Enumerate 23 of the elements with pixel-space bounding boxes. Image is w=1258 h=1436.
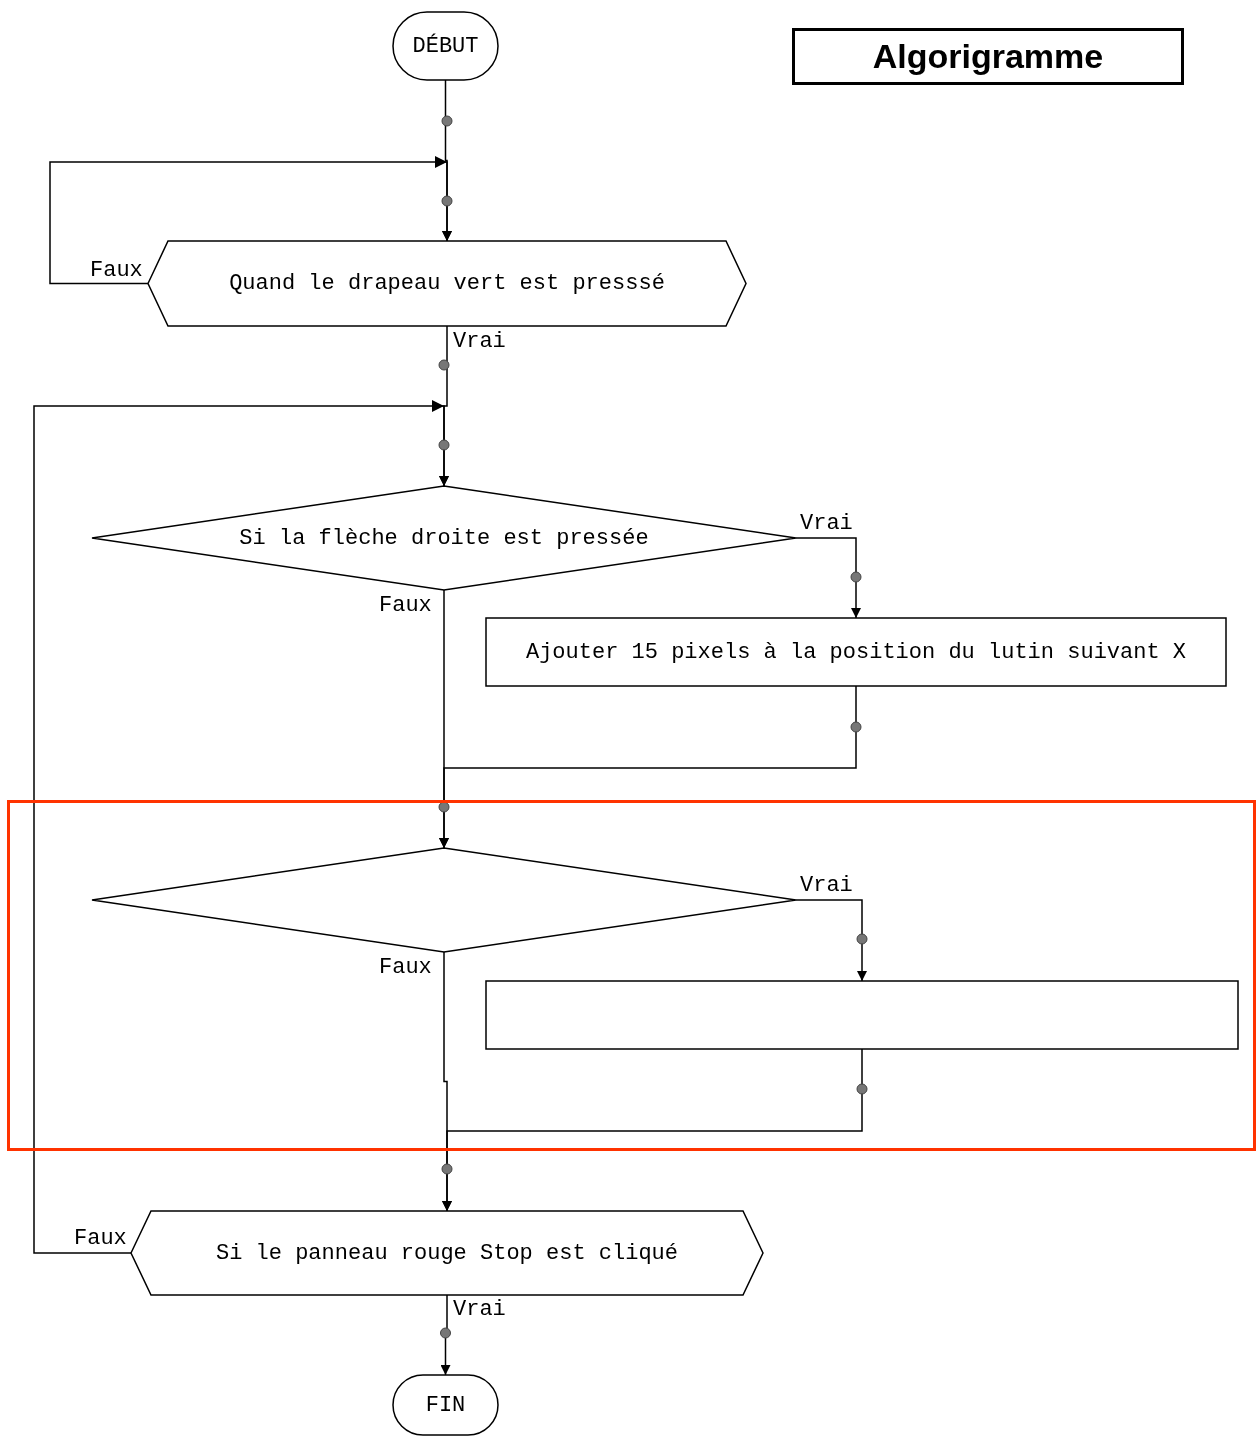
title: Algorigramme <box>792 28 1184 85</box>
decision-diamond <box>92 486 796 590</box>
process-box <box>486 618 1226 686</box>
node-text: Ajouter 15 pixels à la position du lutin suivant X <box>525 639 1187 665</box>
node-text: Si la flèche droite est pressée <box>239 525 649 551</box>
decision-diamond <box>92 848 796 952</box>
node-text: Quand le drapeau vert est presssé <box>229 271 665 296</box>
highlight-frame <box>7 800 1256 1151</box>
terminal-shape <box>393 1375 498 1435</box>
arrow <box>49 156 452 285</box>
arrow <box>442 1048 863 1212</box>
arrow <box>439 685 857 849</box>
condition-hexagon <box>131 1211 763 1295</box>
arrow <box>440 1294 451 1376</box>
arrow <box>795 537 861 619</box>
arrow <box>795 899 867 982</box>
node-text: Si le panneau rouge Stop est cliqué <box>215 1240 679 1266</box>
condition-hexagon <box>148 241 746 326</box>
process-box <box>486 981 1238 1049</box>
node-text: FIN <box>425 1392 466 1418</box>
terminal-shape <box>393 12 498 80</box>
node-text: DÉBUT <box>412 33 479 59</box>
arrow <box>33 400 449 1254</box>
